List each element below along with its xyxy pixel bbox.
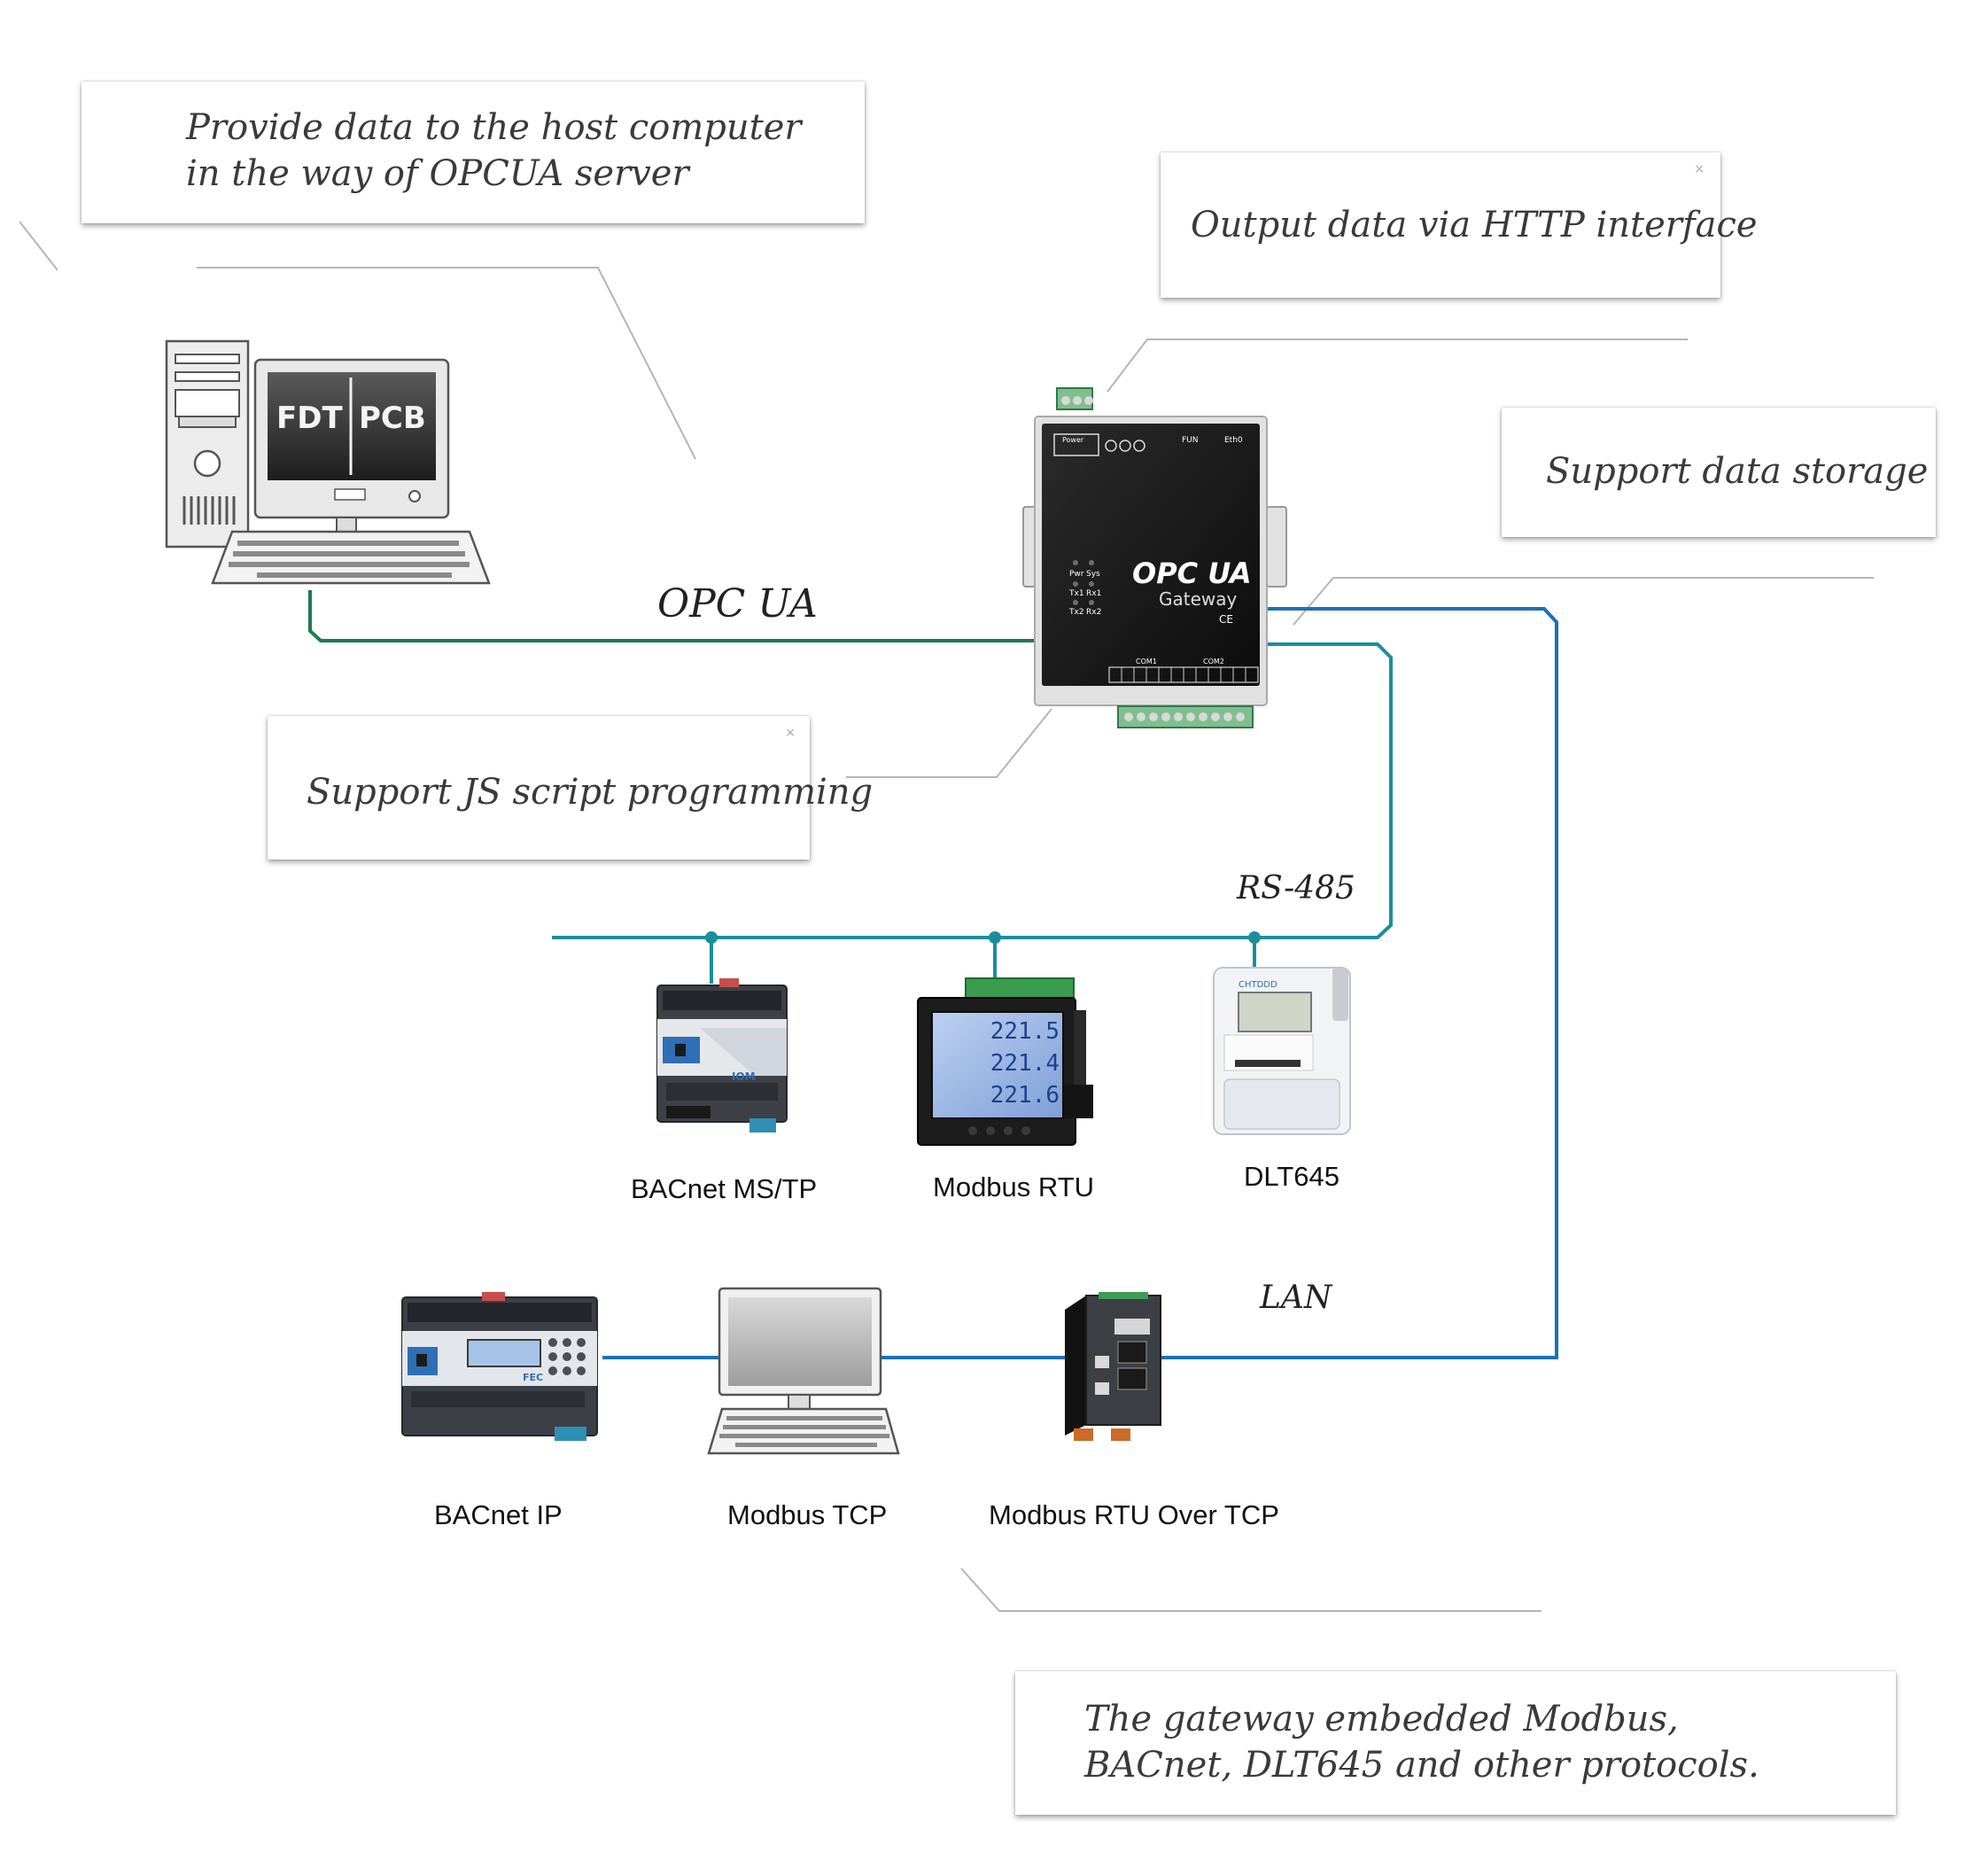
- device-label-modbus-rtu-over-tcp: Modbus RTU Over TCP: [989, 1499, 1279, 1530]
- modbus-tcp-computer: [707, 1287, 900, 1455]
- gateway-led-label: Rx2: [1086, 608, 1102, 617]
- rs485-drops: [710, 938, 1256, 984]
- rs485-junctions: [705, 931, 1261, 944]
- host-computer: [165, 339, 491, 585]
- callout-http-output: × Output data via HTTP interface: [1161, 152, 1758, 298]
- callout-text: in the way of OPCUA server: [186, 153, 689, 194]
- gateway-subtitle: Gateway: [1159, 588, 1238, 610]
- gateway-title: OPC UA: [1132, 557, 1252, 590]
- chtdd-badge: CHTDDD: [1239, 980, 1277, 990]
- gateway-led-label: Rx1: [1086, 589, 1102, 598]
- gateway-led-label: Pwr: [1069, 570, 1084, 579]
- meter-lcd-line: 221.6: [990, 1082, 1060, 1109]
- callout-text: Output data via HTTP interface: [1191, 205, 1758, 245]
- callout-text: The gateway embedded Modbus,: [1084, 1699, 1679, 1740]
- callout-text: BACnet, DLT645 and other protocols.: [1084, 1745, 1759, 1786]
- callout-opcua-server: Provide data to the host computer in the…: [82, 82, 865, 223]
- gateway-led-label: Tx2: [1069, 608, 1084, 617]
- gateway-led-label: Sys: [1086, 570, 1100, 579]
- meter-lcd-readings: 221.5 221.4 221.6: [939, 1016, 1060, 1111]
- opc-ua-label: OPC UA: [657, 581, 818, 627]
- pointer-line: [846, 708, 1052, 778]
- bacnet-mstp-device: [656, 978, 788, 1132]
- pointer-line: [1293, 577, 1874, 626]
- gateway-ce-mark: CE: [1219, 613, 1233, 626]
- modbus-rtu-meter: [917, 977, 1093, 1146]
- gateway-power-label: Power: [1062, 436, 1084, 444]
- iom-badge: IOM: [732, 1070, 756, 1083]
- pc-screen-label-right: PCB: [359, 401, 426, 436]
- device-label-bacnet-mstp: BACnet MS/TP: [631, 1173, 818, 1204]
- rs485-link: [552, 642, 1393, 939]
- opc-ua-link: [308, 590, 1035, 642]
- lan-link: [602, 607, 1558, 1359]
- device-label-dlt645: DLT645: [1244, 1161, 1340, 1192]
- opcua-gateway-device: [1022, 387, 1287, 728]
- gateway-led-label: Tx1: [1069, 589, 1084, 598]
- modbus-rtu-over-tcp-device: [1065, 1292, 1161, 1441]
- callout-data-storage: Support data storage: [1502, 408, 1936, 537]
- device-label-modbus-rtu: Modbus RTU: [933, 1171, 1095, 1203]
- dlt645-meter: [1213, 967, 1351, 1135]
- meter-lcd-line: 221.5: [990, 1018, 1060, 1045]
- callout-text: Support data storage: [1546, 451, 1929, 492]
- pointer-line: [960, 1568, 1541, 1612]
- pointer-line: [19, 221, 58, 271]
- callout-text: Provide data to the host computer: [186, 107, 802, 148]
- gateway-com2-label: COM2: [1203, 658, 1224, 665]
- rs485-label: RS-485: [1237, 870, 1355, 907]
- close-icon: ×: [785, 726, 796, 740]
- gateway-fun-label: FUN: [1182, 436, 1199, 445]
- pointer-line: [1107, 339, 1688, 393]
- meter-lcd-line: 221.4: [990, 1050, 1060, 1077]
- gateway-com1-label: COM1: [1136, 658, 1157, 665]
- bacnet-ip-device: [401, 1292, 598, 1441]
- fec-badge: FEC: [523, 1372, 544, 1383]
- callout-embedded-protocols: The gateway embedded Modbus, BACnet, DLT…: [1015, 1671, 1896, 1815]
- gateway-eth-label: Eth0: [1224, 436, 1243, 445]
- lan-label: LAN: [1260, 1280, 1332, 1316]
- close-icon: ×: [1694, 162, 1705, 176]
- callout-text: Support JS script programming: [307, 772, 874, 813]
- callout-js-scripting: × Support JS script programming: [268, 716, 873, 860]
- pc-screen-label-left: FDT: [276, 401, 343, 436]
- device-label-bacnet-ip: BACnet IP: [434, 1499, 563, 1530]
- device-label-modbus-tcp: Modbus TCP: [727, 1499, 888, 1530]
- pointer-line: [197, 267, 696, 460]
